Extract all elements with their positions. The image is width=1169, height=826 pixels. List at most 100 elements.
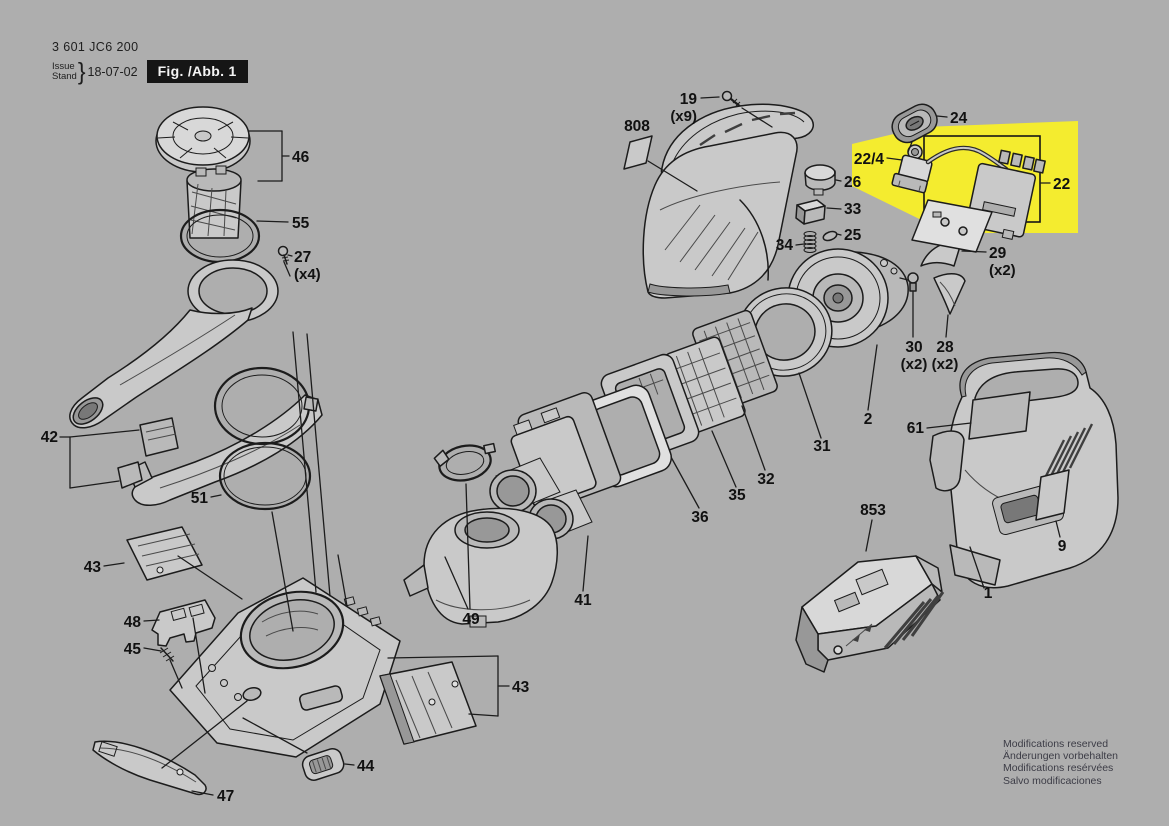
part-label-25: 25 [844, 227, 862, 244]
part-housing-1 [929, 351, 1119, 589]
leader-line-32 [741, 405, 766, 471]
leader-line-41 [582, 535, 589, 592]
leader-line-9 [1055, 520, 1061, 538]
brace-glyph: } [77, 57, 86, 85]
part-label-26: 26 [844, 174, 862, 191]
leader-line-42 [69, 480, 120, 489]
part-label-49: 49 [462, 611, 480, 628]
issue-stand-label: Issue Stand [52, 62, 77, 81]
part-label-33: 33 [844, 201, 862, 218]
header: 3 601 JC6 200 Issue Stand } 18-07-02 Fig… [52, 40, 248, 85]
issue-stand-row: Issue Stand } 18-07-02 Fig. /Abb. 1 [52, 57, 248, 85]
issue-date: 18-07-02 [87, 64, 138, 79]
leader-line-44 [344, 763, 355, 766]
part-sticker-9 [1035, 469, 1070, 521]
assembly-line [192, 617, 206, 694]
part-label-22-4: 22/4 [854, 151, 885, 168]
part-label-30: 30 [905, 339, 922, 356]
part-pin-25 [822, 230, 838, 242]
leader-line-36 [670, 456, 700, 509]
part-label-27: 27 [294, 249, 311, 266]
assembly-line [306, 333, 331, 597]
part-cap-46 [155, 106, 251, 180]
leader-line-28 [945, 314, 949, 338]
part-cap-26 [804, 164, 836, 196]
part-label-41: 41 [574, 592, 592, 609]
part-label-31: 31 [813, 438, 831, 455]
part-label-19: 19 [680, 91, 698, 108]
part-label-808: 808 [624, 118, 650, 135]
part-wedge-28 [933, 273, 966, 315]
leader-line-35 [711, 430, 737, 488]
leader-line-22-4 [886, 157, 903, 161]
part-flap-42 [117, 417, 179, 489]
leader-line-45 [143, 647, 162, 652]
part-label-46: 46 [292, 149, 310, 166]
part-switch-22-4 [891, 144, 933, 194]
part-clamp-49 [433, 442, 497, 482]
part-top-cover [642, 131, 798, 299]
leader-line-1 [969, 546, 985, 589]
part-button-24 [891, 103, 938, 144]
callouts: 465527(x4)425143484547444319(x9)80826332… [41, 91, 1071, 805]
leader-line-25 [836, 233, 842, 236]
leader-line-42 [69, 429, 140, 438]
leader-line-47 [191, 790, 214, 796]
part-qty-30: (x2) [901, 356, 928, 373]
part-wire-harness-22 [925, 145, 1046, 174]
part-spring-34 [803, 231, 817, 253]
part-label-43b: 43 [512, 679, 530, 696]
part-flap-43-right [379, 661, 477, 745]
part-label-43a: 43 [84, 559, 102, 576]
part-latch-48 [151, 599, 216, 647]
assembly-line [242, 717, 308, 754]
leader-line-61 [926, 422, 972, 429]
part-sticker-61 [968, 391, 1031, 440]
part-label-24: 24 [950, 110, 968, 127]
part-upper-housing-42 [69, 259, 279, 429]
assembly-line [741, 107, 773, 128]
part-label-29: 29 [989, 245, 1007, 262]
part-label-55: 55 [292, 215, 310, 232]
part-charger-853 [795, 555, 945, 673]
part-spring-45 [159, 647, 175, 662]
part-label-36: 36 [691, 509, 709, 526]
leader-line-27 [283, 261, 291, 277]
assembly-line [292, 331, 317, 593]
part-base-tray [169, 577, 401, 758]
leader-line-33 [826, 207, 842, 210]
leader-line-43b [387, 655, 499, 659]
leader-line-19 [700, 96, 720, 99]
leader-line-34 [795, 243, 805, 246]
part-label-32: 32 [757, 471, 774, 488]
part-label-48: 48 [124, 614, 142, 631]
modification-note-line: Modifications reserved [1003, 738, 1109, 750]
part-label-45: 45 [124, 641, 142, 658]
part-flap-43-left [126, 526, 203, 581]
part-screw-30 [907, 272, 919, 292]
leader-line-51 [210, 494, 222, 498]
leader-line-55 [256, 220, 289, 223]
part-wedge-29 [920, 241, 962, 267]
assembly-line [177, 555, 243, 600]
document-number: 3 601 JC6 200 [52, 40, 139, 54]
part-qty-29: (x2) [989, 262, 1016, 279]
assembly-line [271, 511, 294, 632]
part-label-1: 1 [984, 585, 993, 602]
modification-note-line: Salvo modificaciones [1003, 774, 1102, 787]
assembly-line [907, 141, 913, 153]
part-label-9: 9 [1058, 538, 1067, 555]
part-label-47: 47 [217, 788, 234, 805]
leader-line-27 [287, 254, 293, 257]
leader-line-49 [444, 556, 469, 610]
part-strip-47 [92, 740, 207, 796]
assembly-line [161, 700, 248, 769]
part-label-35: 35 [728, 487, 746, 504]
part-box-33 [795, 199, 826, 225]
assembly-lines [161, 107, 913, 769]
part-label-28: 28 [936, 339, 954, 356]
part-label-34: 34 [776, 237, 794, 254]
